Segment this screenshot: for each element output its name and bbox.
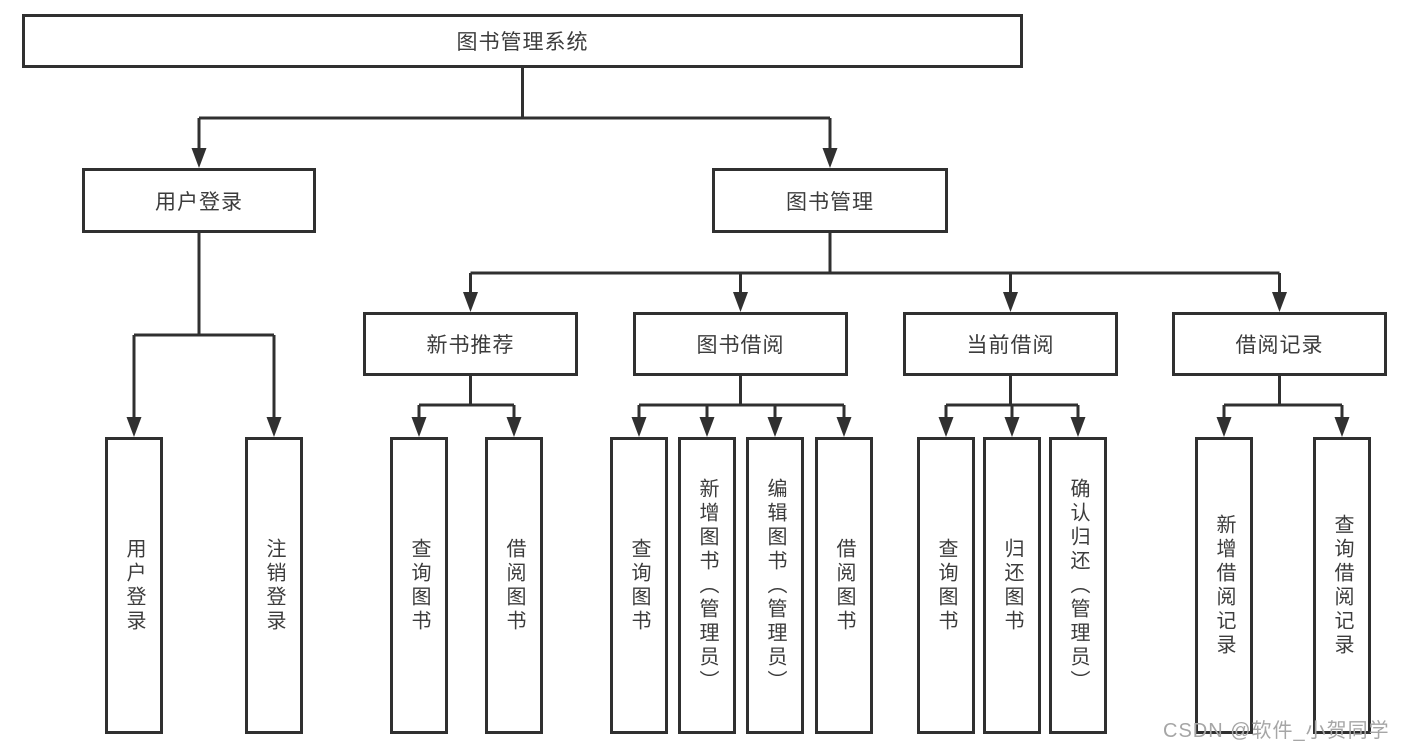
leaf-borrow-books-label: 借阅图书 bbox=[833, 537, 855, 634]
csdn-watermark: CSDN @软件_小贺同学 bbox=[1163, 720, 1390, 742]
leaf-query-books-borrowing-label: 查询图书 bbox=[628, 537, 650, 634]
node-borrowing-records-label: 借阅记录 bbox=[1235, 334, 1324, 357]
leaf-add-borrow-record-label: 新增借阅记录 bbox=[1213, 513, 1235, 658]
node-borrowing-records: 借阅记录 bbox=[1172, 312, 1387, 376]
leaf-borrow-books: 借阅图书 bbox=[815, 437, 873, 734]
leaf-confirm-return-admin: 确认归还（管理员） bbox=[1049, 437, 1107, 734]
leaf-return-books-label: 归还图书 bbox=[1001, 537, 1023, 634]
node-book-management-label: 图书管理 bbox=[786, 190, 874, 214]
leaf-query-books-recommend: 查询图书 bbox=[390, 437, 448, 734]
leaf-query-borrow-record: 查询借阅记录 bbox=[1313, 437, 1371, 734]
node-user-login-label: 用户登录 bbox=[155, 190, 243, 214]
leaf-edit-books-admin: 编辑图书（管理员） bbox=[746, 437, 804, 734]
leaf-borrow-books-recommend-label: 借阅图书 bbox=[503, 537, 525, 634]
leaf-add-borrow-record: 新增借阅记录 bbox=[1195, 437, 1253, 734]
node-new-book-recommend-label: 新书推荐 bbox=[426, 334, 515, 357]
arrowheads bbox=[126, 148, 1350, 437]
leaf-return-books: 归还图书 bbox=[983, 437, 1041, 734]
leaf-query-borrow-record-label: 查询借阅记录 bbox=[1331, 513, 1353, 658]
leaf-query-books-current-label: 查询图书 bbox=[935, 537, 957, 634]
node-library-system-label: 图书管理系统 bbox=[456, 31, 589, 54]
node-book-borrowing: 图书借阅 bbox=[633, 312, 848, 376]
leaf-query-books-borrowing: 查询图书 bbox=[610, 437, 668, 734]
leaf-add-books-admin-label: 新增图书（管理员） bbox=[696, 477, 718, 694]
leaf-borrow-books-recommend: 借阅图书 bbox=[485, 437, 543, 734]
node-current-borrowing: 当前借阅 bbox=[903, 312, 1118, 376]
node-book-borrowing-label: 图书借阅 bbox=[696, 334, 785, 357]
node-book-management: 图书管理 bbox=[712, 168, 948, 233]
node-current-borrowing-label: 当前借阅 bbox=[966, 334, 1055, 357]
leaf-user-login-label: 用户登录 bbox=[123, 537, 145, 634]
leaf-logout-label: 注销登录 bbox=[263, 537, 285, 634]
node-library-system: 图书管理系统 bbox=[22, 14, 1023, 68]
node-new-book-recommend: 新书推荐 bbox=[363, 312, 578, 376]
leaf-query-books-current: 查询图书 bbox=[917, 437, 975, 734]
node-user-login: 用户登录 bbox=[82, 168, 316, 233]
leaf-add-books-admin: 新增图书（管理员） bbox=[678, 437, 736, 734]
leaf-logout: 注销登录 bbox=[245, 437, 303, 734]
leaf-query-books-recommend-label: 查询图书 bbox=[408, 537, 430, 634]
leaf-edit-books-admin-label: 编辑图书（管理员） bbox=[764, 477, 786, 694]
leaf-confirm-return-admin-label: 确认归还（管理员） bbox=[1067, 477, 1089, 694]
leaf-user-login: 用户登录 bbox=[105, 437, 163, 734]
